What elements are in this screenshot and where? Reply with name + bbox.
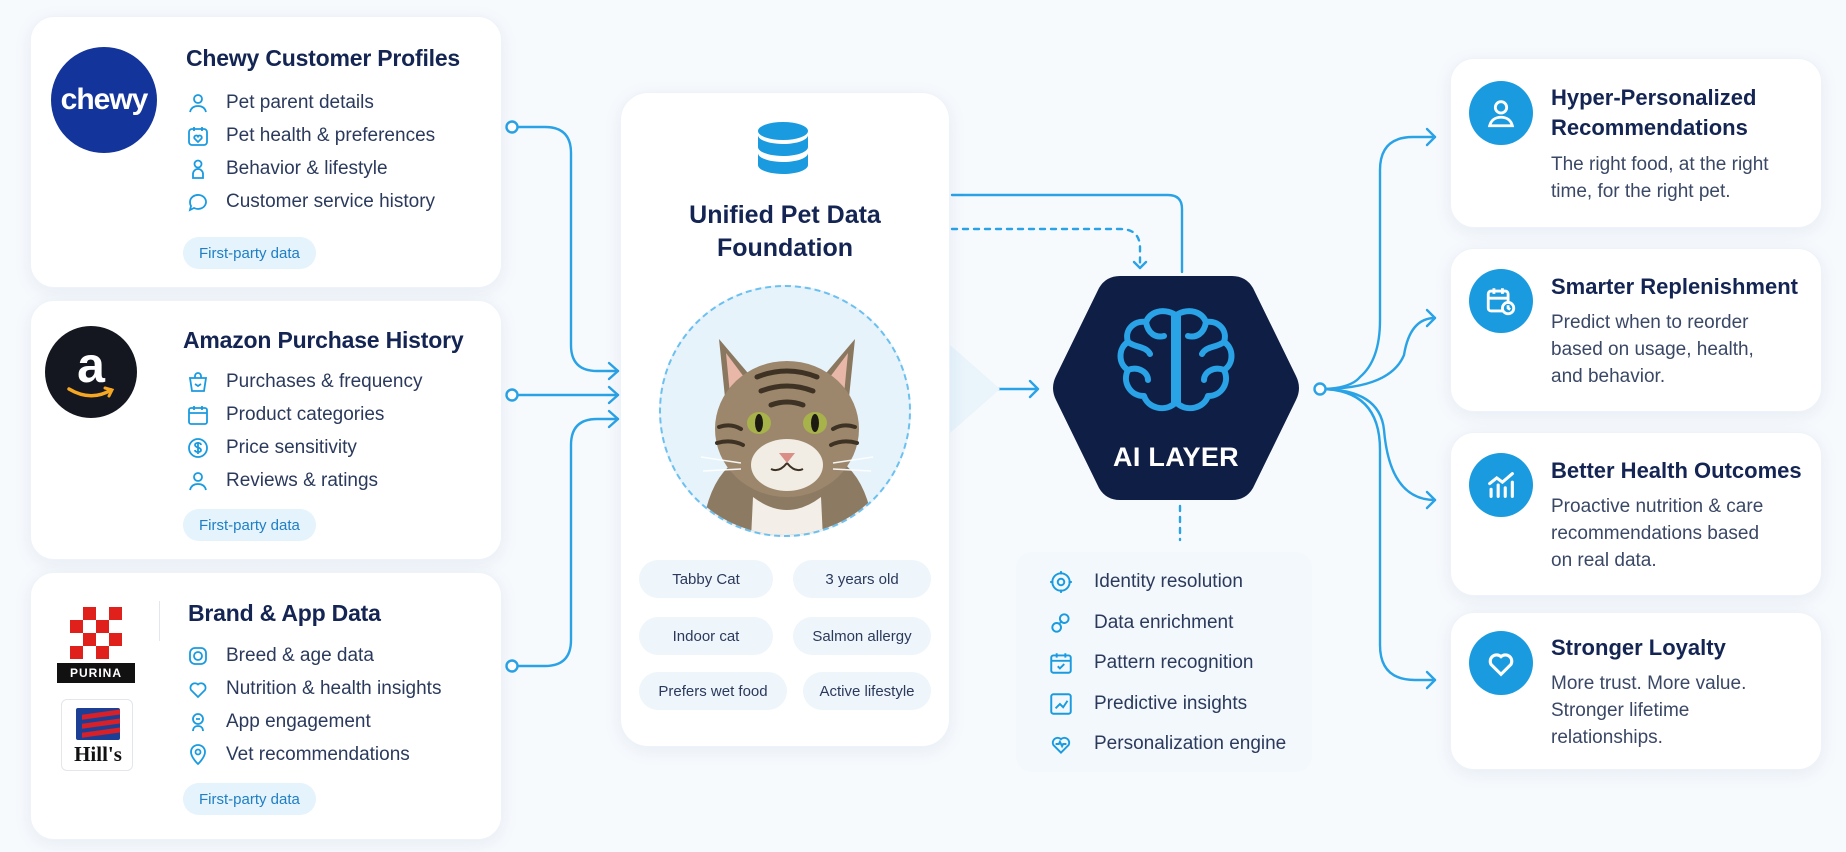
first-party-badge: First-party data bbox=[183, 783, 316, 815]
purina-logo: PURINA bbox=[57, 607, 135, 683]
database-icon bbox=[758, 122, 808, 174]
first-party-badge: First-party data bbox=[183, 509, 316, 541]
person-icon bbox=[189, 471, 207, 490]
outcome-card-replenishment: Smarter Replenishment Predict when to re… bbox=[1450, 248, 1822, 412]
list-item: Customer service history bbox=[186, 185, 435, 218]
list-item: App engagement bbox=[186, 705, 441, 738]
list-item: Breed & age data bbox=[186, 639, 441, 672]
list-item: Price sensitivity bbox=[186, 431, 422, 464]
outcome-title: Smarter Replenishment bbox=[1551, 274, 1798, 299]
amazon-purchase-card: a Amazon Purchase History Purchases & fr… bbox=[30, 300, 502, 560]
identity-target-icon bbox=[1050, 571, 1072, 594]
pet-attribute-tag: Active lifestyle bbox=[803, 672, 931, 710]
chewy-profiles-card: chewy Chewy Customer Profiles Pet parent… bbox=[30, 16, 502, 288]
list-item: Data enrichment bbox=[1048, 603, 1286, 644]
ai-capabilities-panel: Identity resolution Data enrichment Patt… bbox=[1016, 552, 1312, 772]
ai-layer-node: AI LAYER bbox=[1050, 272, 1302, 504]
outcome-description: More trust. More value. bbox=[1551, 673, 1747, 694]
foundation-title: Unified Pet Data bbox=[689, 201, 881, 229]
outcome-description: time, for the right pet. bbox=[1551, 181, 1731, 202]
paw-id-icon bbox=[189, 646, 207, 665]
outcome-title: Stronger Loyalty bbox=[1551, 635, 1726, 660]
pet-attribute-tag: Indoor cat bbox=[639, 617, 773, 655]
outcome-description: Proactive nutrition & care bbox=[1551, 496, 1764, 517]
calendar-icon bbox=[188, 405, 208, 425]
brand-app-card: PURINA Hill's Brand & App Data Breed & a… bbox=[30, 572, 502, 840]
outcome-description: recommendations based bbox=[1551, 523, 1760, 544]
amazon-smile-icon bbox=[67, 386, 115, 398]
list-item: Behavior & lifestyle bbox=[186, 152, 435, 185]
foundation-title: Foundation bbox=[716, 234, 854, 262]
list-item: Product categories bbox=[186, 398, 422, 431]
outcome-description: and behavior. bbox=[1551, 366, 1666, 387]
price-tag-icon bbox=[188, 437, 208, 458]
card-title: Amazon Purchase History bbox=[183, 327, 464, 353]
pet-attribute-tag: Salmon allergy bbox=[793, 617, 931, 655]
person-outline-icon bbox=[192, 159, 204, 179]
feature-list: Pet parent details Pet health & preferen… bbox=[186, 86, 435, 218]
heart-icon bbox=[1469, 631, 1533, 695]
list-item: Personalization engine bbox=[1048, 724, 1286, 765]
outcome-description: Stronger lifetime bbox=[1551, 700, 1690, 721]
heart-icon bbox=[189, 681, 207, 698]
outcome-description: The right food, at the right bbox=[1551, 154, 1769, 175]
chat-bubble-icon bbox=[188, 193, 207, 212]
list-item: Identity resolution bbox=[1048, 562, 1286, 603]
card-title: Brand & App Data bbox=[188, 600, 381, 626]
outcome-description: on real data. bbox=[1551, 550, 1657, 571]
link-icon bbox=[1051, 613, 1070, 633]
feature-list: Breed & age data Nutrition & health insi… bbox=[186, 639, 441, 771]
outcome-description: based on usage, health, bbox=[1551, 339, 1754, 360]
amazon-logo: a bbox=[45, 326, 137, 418]
outcome-card-health: Better Health Outcomes Proactive nutriti… bbox=[1450, 432, 1822, 596]
outcome-description: relationships. bbox=[1551, 727, 1663, 748]
heart-pulse-icon bbox=[1051, 737, 1071, 755]
list-item: Pet health & preferences bbox=[186, 119, 435, 152]
list-item: Reviews & ratings bbox=[186, 464, 422, 497]
list-item: Vet recommendations bbox=[186, 738, 441, 771]
pet-attribute-tag: Prefers wet food bbox=[639, 672, 787, 710]
list-item: Pet parent details bbox=[186, 86, 435, 119]
pet-attribute-tag: 3 years old bbox=[793, 560, 931, 598]
outcome-title: Recommendations bbox=[1551, 115, 1748, 140]
location-pin-icon bbox=[190, 743, 206, 765]
list-item: Predictive insights bbox=[1048, 684, 1286, 725]
pet-profile-image bbox=[659, 285, 911, 537]
user-icon bbox=[1469, 81, 1533, 145]
outcome-description: Predict when to reorder bbox=[1551, 312, 1749, 333]
unified-foundation-card: Unified Pet Data Foundation Tabby Cat 3 … bbox=[620, 92, 950, 747]
chewy-logo: chewy bbox=[51, 47, 157, 153]
outcome-title: Better Health Outcomes bbox=[1551, 458, 1802, 483]
brain-icon bbox=[1117, 308, 1235, 412]
feature-list: Purchases & frequency Product categories… bbox=[186, 365, 422, 497]
calendar-refresh-icon bbox=[1469, 269, 1533, 333]
ai-layer-label: AI LAYER bbox=[1113, 442, 1239, 472]
pet-attribute-tag: Tabby Cat bbox=[639, 560, 773, 598]
card-title: Chewy Customer Profiles bbox=[186, 45, 461, 71]
bar-chart-icon bbox=[1469, 453, 1533, 517]
list-item: Nutrition & health insights bbox=[186, 672, 441, 705]
outcome-title: Hyper-Personalized bbox=[1551, 85, 1757, 110]
outcome-card-personalized: Hyper-Personalized Recommendations The r… bbox=[1450, 58, 1822, 228]
list-item: Purchases & frequency bbox=[186, 365, 422, 398]
calendar-check-icon bbox=[1050, 653, 1072, 674]
outcome-card-loyalty: Stronger Loyalty More trust. More value.… bbox=[1450, 612, 1822, 770]
capability-list: Identity resolution Data enrichment Patt… bbox=[1048, 562, 1286, 765]
first-party-badge: First-party data bbox=[183, 237, 316, 269]
heart-calendar-icon bbox=[188, 126, 208, 146]
hills-logo: Hill's bbox=[61, 699, 133, 771]
logo-divider bbox=[159, 601, 160, 641]
tabby-cat-illustration bbox=[700, 339, 875, 535]
list-item: Pattern recognition bbox=[1048, 643, 1286, 684]
shopping-bag-icon bbox=[188, 371, 208, 392]
app-icon bbox=[192, 712, 204, 731]
trend-chart-icon bbox=[1050, 693, 1072, 715]
person-icon bbox=[189, 93, 207, 112]
